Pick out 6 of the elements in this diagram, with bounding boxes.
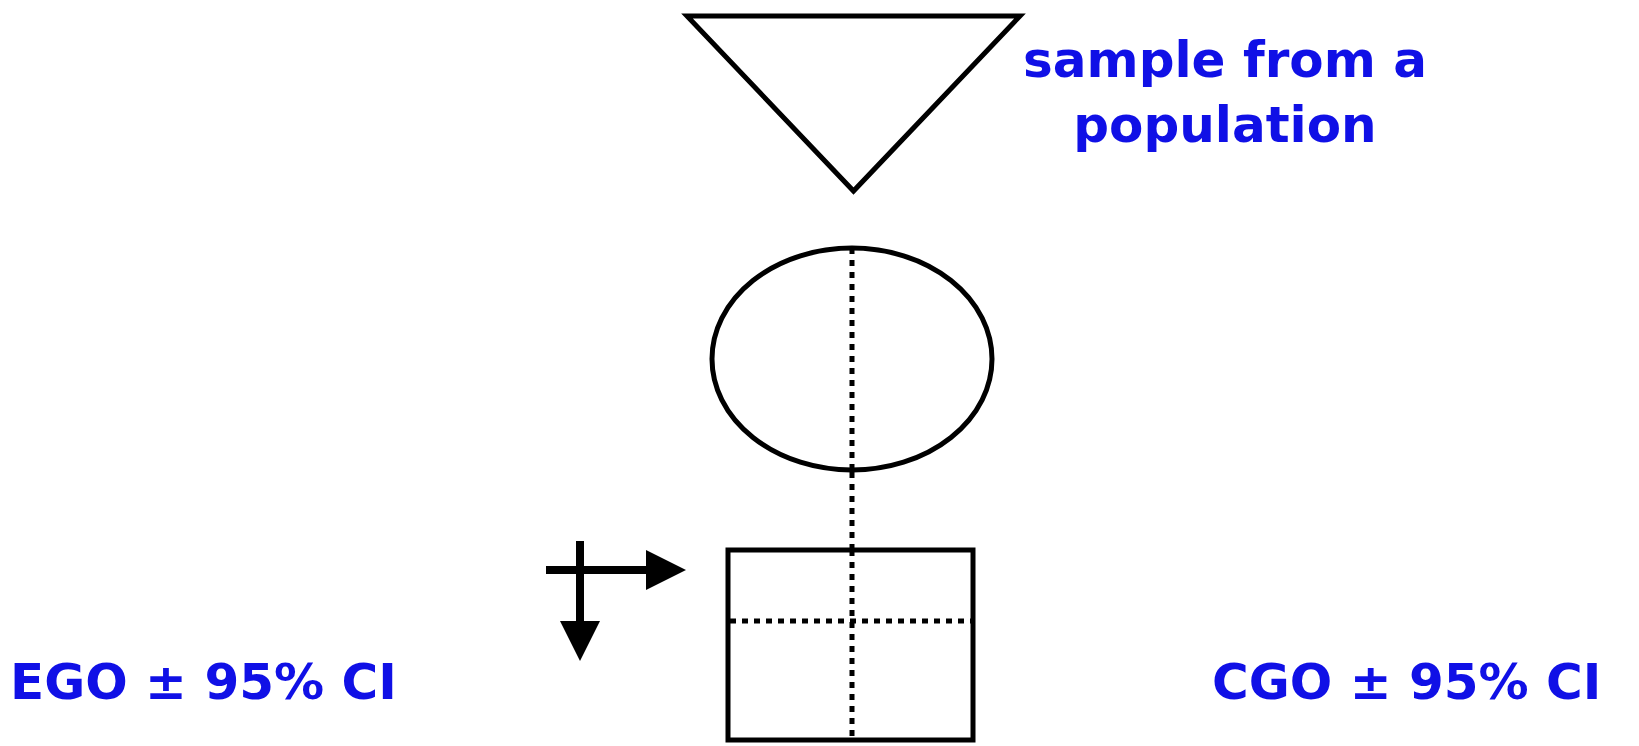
axis-label: CGO ± 95% CI <box>1212 652 1602 713</box>
caption-text: sample from a population <box>1022 30 1428 156</box>
dotted-line <box>849 472 855 548</box>
axis-label: EGO ± 95% CI <box>10 652 397 713</box>
rectangle-box <box>726 548 975 742</box>
ellipse-shape <box>710 246 994 472</box>
